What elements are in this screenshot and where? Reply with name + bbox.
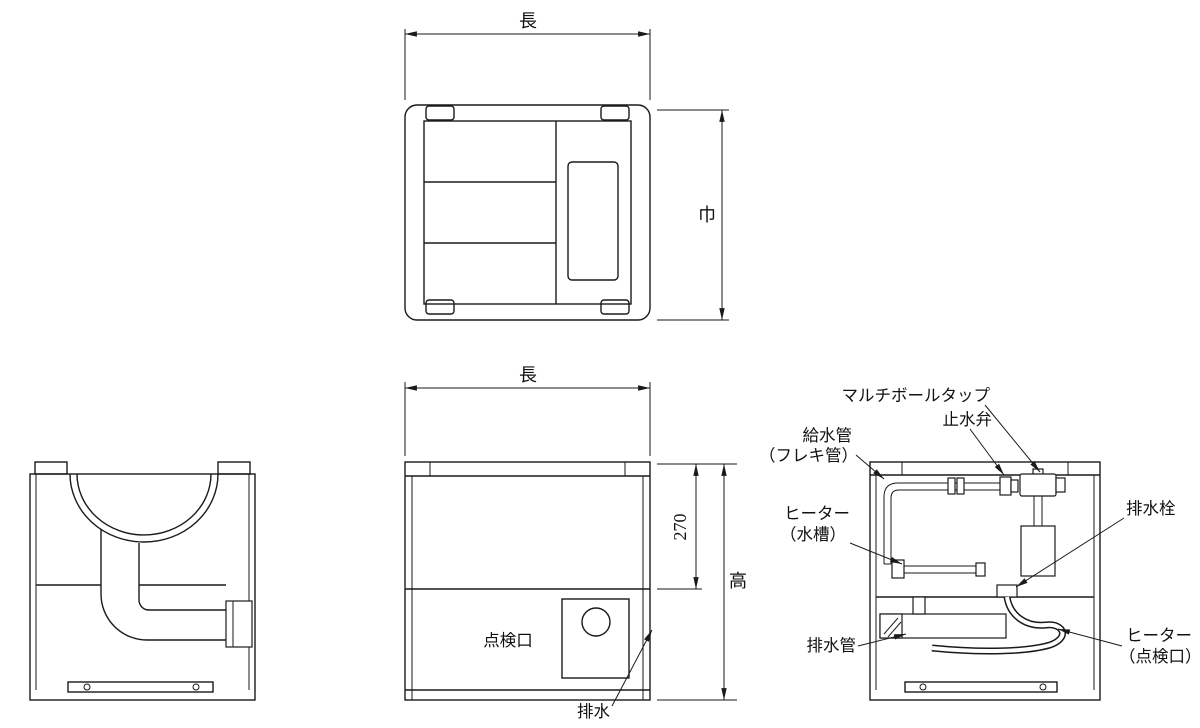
screw-hole	[1039, 683, 1047, 691]
trough-arc-inner	[76, 473, 212, 536]
supply-pipe-leader	[855, 454, 885, 480]
pipe-union-fitting	[956, 477, 965, 495]
hatch-line	[883, 617, 899, 635]
drain-pipe-stub	[912, 596, 926, 615]
corner-tab	[600, 299, 630, 315]
ball-tap-body	[1019, 473, 1057, 497]
top-view	[404, 104, 651, 321]
stop-valve-fitting	[1010, 479, 1019, 493]
side-view	[29, 461, 256, 701]
screw-hole	[919, 683, 927, 691]
front-view-dimensions: 長 270 高	[404, 365, 747, 701]
screw-hole	[192, 683, 200, 691]
inspection-port-hole	[581, 607, 611, 637]
port-heater-hose-inner	[931, 596, 1065, 654]
screw-hole	[83, 683, 91, 691]
heater-rod-tip	[975, 562, 986, 577]
inspection-port-label: 点検口	[483, 631, 533, 650]
heater-tank-sub-label: （水槽）	[780, 525, 846, 544]
dim-label-width: 巾	[698, 205, 716, 225]
corner-tab	[600, 105, 630, 121]
dim-label-length-front: 長	[519, 365, 537, 385]
heater-tank-label: ヒーター	[784, 504, 850, 523]
lid-tab	[217, 461, 251, 475]
multi-ball-tap-leader	[984, 404, 1041, 473]
hatch-line	[887, 621, 902, 638]
drain-elbow-inner	[138, 543, 226, 611]
drain-plug-label: 排水栓	[1126, 499, 1176, 518]
corner-tab	[425, 105, 455, 121]
drain-plug-leader	[1015, 517, 1125, 588]
flexible-pipe-outer	[883, 482, 899, 564]
tank-side-outline	[29, 473, 256, 701]
base-plate	[67, 681, 214, 693]
inspection-port-panel	[561, 598, 630, 679]
supply-pipe-sub-label: （フレキ管）	[759, 446, 858, 465]
stop-valve-body	[999, 476, 1012, 496]
drain-coupler	[225, 600, 253, 648]
inspection-cover-top	[567, 161, 619, 281]
tank-top-inner	[423, 120, 632, 305]
right-view-labels: マルチボールタップ 止水弁 給水管 （フレキ管） ヒーター （水槽） 排水栓 排…	[759, 386, 1200, 666]
heater-port-leader	[1057, 628, 1123, 647]
tank-top-outline	[404, 104, 651, 321]
heater-port-label: ヒーター	[1126, 626, 1192, 645]
drain-plug-fitting	[996, 584, 1018, 598]
ball-tap-outlet	[1055, 477, 1066, 493]
base-plate	[904, 681, 1058, 693]
top-view-dimensions: 長 巾	[404, 11, 729, 321]
drain-elbow-outer	[100, 529, 226, 641]
right-view	[869, 461, 1101, 701]
stop-valve-label: 止水弁	[943, 410, 993, 429]
float-cup	[1020, 525, 1056, 577]
trough-arc-outer	[69, 473, 219, 543]
front-view: 点検口 排水	[404, 461, 653, 721]
dim-label-height: 高	[729, 571, 747, 591]
supply-pipe-label: 給水管	[803, 426, 853, 445]
drain-pipe-label: 排水管	[807, 636, 857, 655]
pipe-union-fitting	[947, 477, 956, 495]
drain-leader-line	[611, 629, 653, 707]
tank-front-outline	[404, 461, 651, 701]
dim-label-270: 270	[670, 514, 690, 541]
multi-ball-tap-label: マルチボールタップ	[842, 386, 991, 405]
drain-label: 排水	[577, 702, 611, 721]
tank-right-outline	[869, 461, 1101, 701]
stop-valve-leader	[969, 428, 1005, 476]
corner-tab	[425, 299, 455, 315]
drain-pipe-leader	[857, 633, 907, 647]
flexible-pipe-inner	[890, 489, 900, 564]
dim-label-length-top: 長	[519, 11, 537, 31]
heater-tank-leader	[849, 542, 903, 565]
heater-port-sub-label: （点検口）	[1119, 647, 1200, 666]
lid-tab	[34, 461, 68, 475]
